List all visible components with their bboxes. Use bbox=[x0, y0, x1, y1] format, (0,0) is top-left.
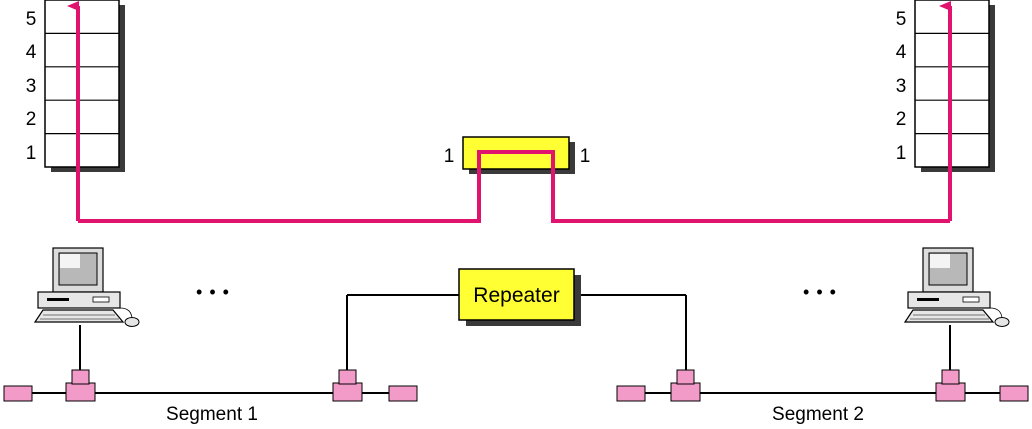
layer-label-1: 1 bbox=[26, 143, 37, 164]
layer-label-4: 4 bbox=[26, 42, 37, 63]
computer-icon bbox=[903, 247, 1010, 327]
computer-icon bbox=[33, 247, 140, 327]
left-protocol-stack: 5 4 3 2 1 bbox=[26, 0, 125, 172]
repeater-label: Repeater bbox=[473, 284, 559, 307]
tap-connector bbox=[65, 369, 96, 402]
layer-label-3: 3 bbox=[26, 76, 37, 97]
tap-connector bbox=[670, 369, 701, 402]
repeater-device: Repeater bbox=[346, 268, 687, 373]
segment-2-label: Segment 2 bbox=[772, 404, 864, 425]
layer-label-2: 2 bbox=[26, 109, 37, 130]
tap-connector bbox=[935, 369, 966, 402]
layer-label-5: 5 bbox=[896, 9, 907, 30]
right-protocol-stack: 5 4 3 2 1 bbox=[896, 0, 995, 172]
ellipsis-left: • • • bbox=[196, 282, 230, 302]
layer-label-2: 2 bbox=[896, 109, 907, 130]
signal-path bbox=[78, 150, 950, 223]
layer-label-3: 3 bbox=[896, 76, 907, 97]
layer-label-5: 5 bbox=[26, 9, 37, 30]
layer-label-1: 1 bbox=[896, 143, 907, 164]
layer-label-4: 4 bbox=[896, 42, 907, 63]
tap-connector bbox=[332, 369, 363, 402]
ellipsis-right: • • • bbox=[803, 282, 837, 302]
repeater-layer-right-label: 1 bbox=[580, 146, 591, 167]
repeater-physical-layer-box: 1 1 bbox=[444, 136, 591, 174]
repeater-layer-left-label: 1 bbox=[444, 146, 455, 167]
segment-2: Segment 2 • • • bbox=[616, 282, 1029, 425]
segment-1-label: Segment 1 bbox=[166, 404, 258, 425]
segment-1: Segment 1 • • • bbox=[3, 282, 418, 425]
